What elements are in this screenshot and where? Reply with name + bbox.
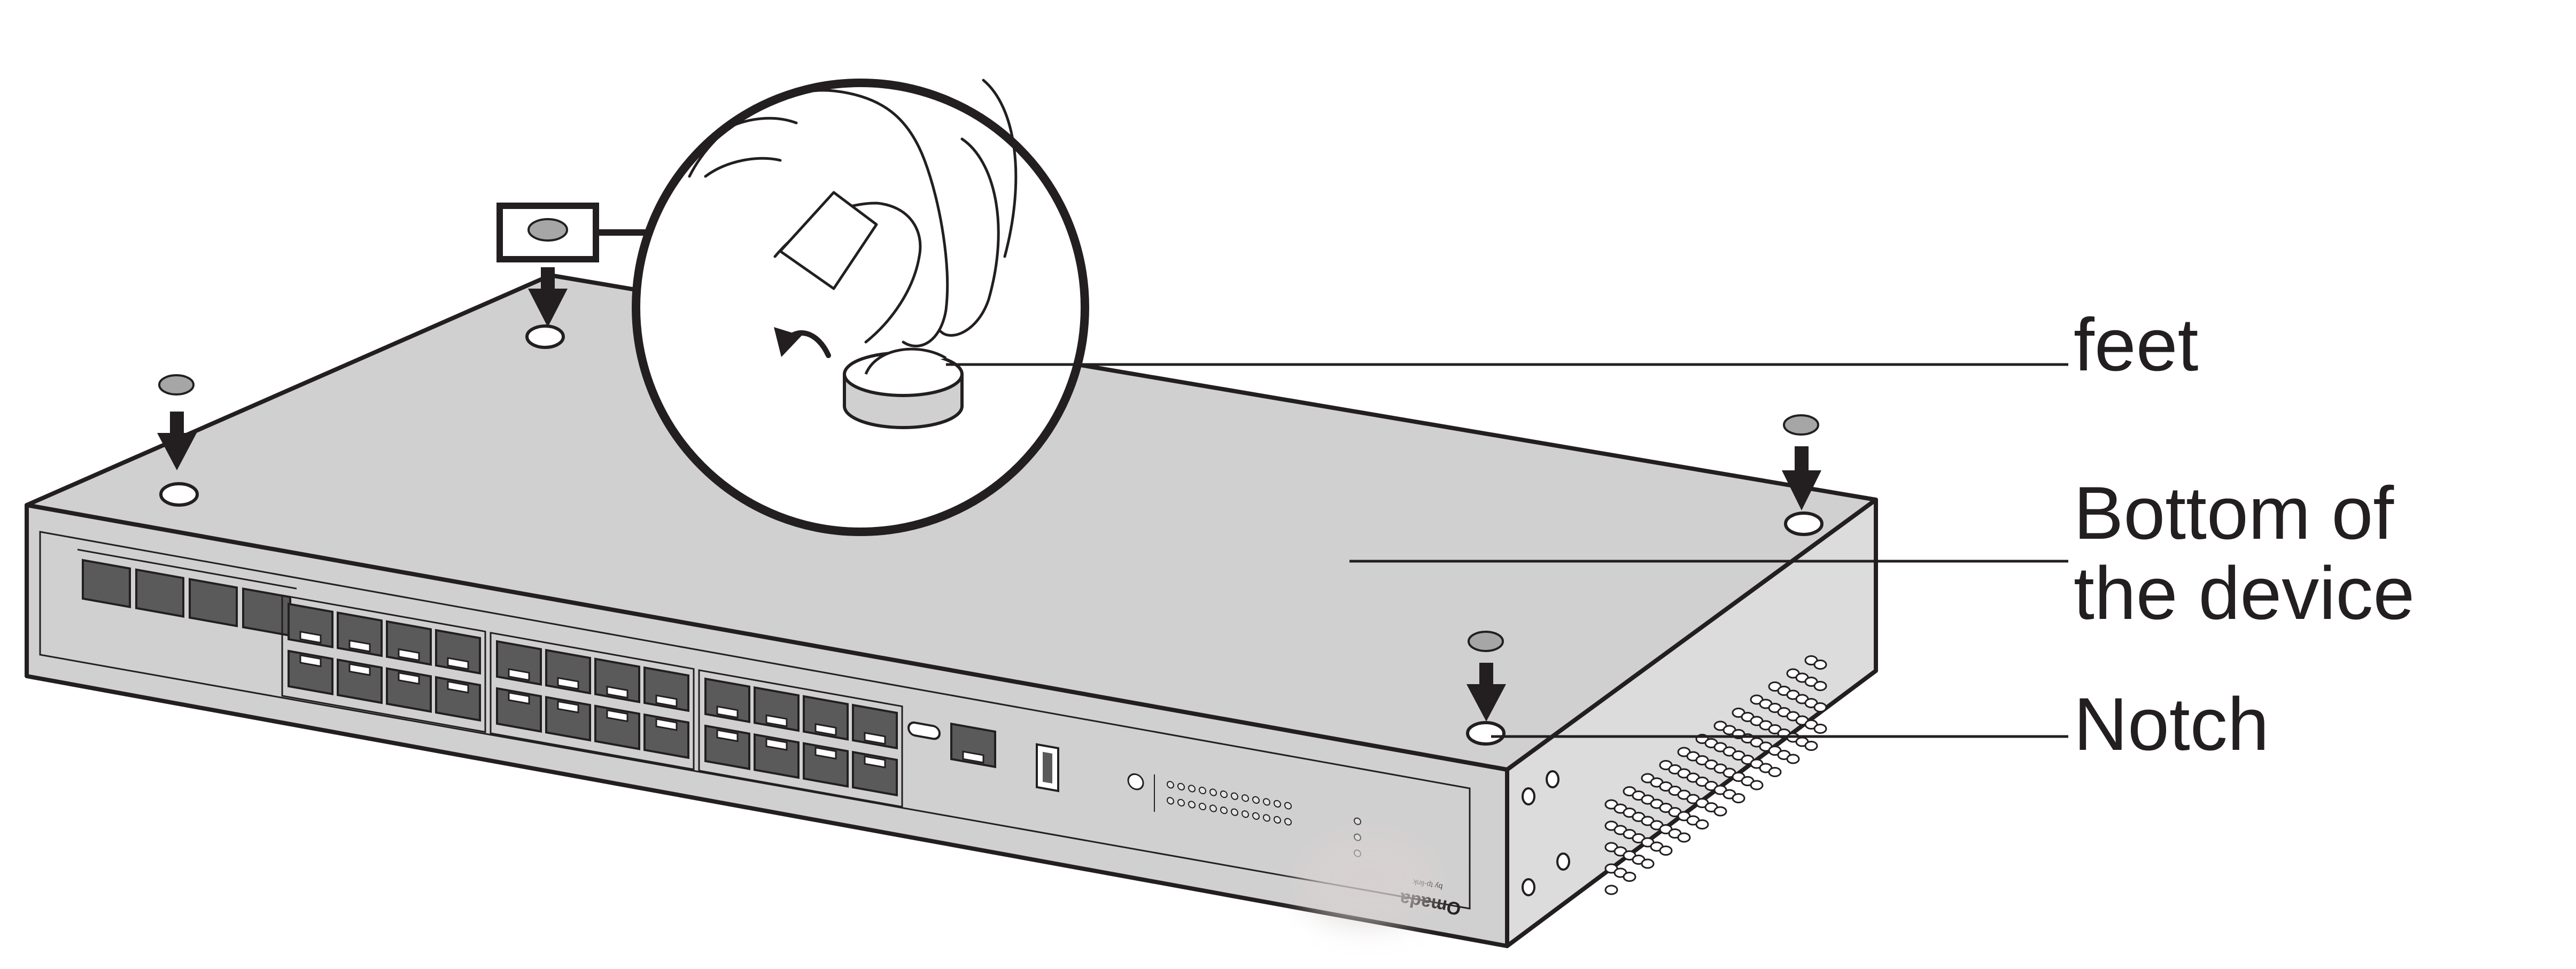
front-panel-bezel [39,531,1471,910]
vent-hole [1623,872,1636,882]
label-bottom-line-1: Bottom of [2074,471,2394,555]
rubber-foot-icon [527,218,568,242]
vent-hole [1659,846,1673,856]
notch-front-right [1466,721,1506,746]
rj45-port-block-1 [281,594,486,733]
vent-hole [1732,793,1745,803]
curved-arrow-icon [774,327,831,358]
vent-hole [1813,702,1827,712]
vent-hole [1695,819,1709,830]
feet-placement [157,203,1821,722]
notch-front-left [159,482,199,507]
sfp-port-group [77,548,297,637]
label-feet-text: feet [2074,303,2199,386]
label-notch-text: Notch [2074,682,2269,766]
notch-back-right [1784,511,1824,536]
vent-hole [1750,780,1764,790]
rubber-foot-icon [843,347,964,429]
vent-hole [1786,754,1800,764]
label-bottom-line-2: the device [2074,551,2415,635]
side-screw-holes [1522,770,1570,896]
vent-hole [1813,724,1827,734]
console-ports [907,721,1059,793]
side-ventilation [1604,655,1827,895]
rubber-foot-icon [158,374,195,396]
rubber-foot-icon [1468,631,1504,652]
down-arrow-icon [1782,446,1821,510]
vent-hole [1768,767,1782,777]
device-side-panel [1505,498,1878,948]
switch-device: Omada by tp-link [25,273,1878,948]
magnifier-callout [632,79,1089,536]
vent-hole [1641,858,1655,869]
down-arrow-icon [157,412,197,470]
rubber-foot-icon [1783,414,1819,436]
vent-hole [1813,681,1827,691]
rj45-port-block-3 [698,669,903,808]
down-arrow-icon [1467,663,1506,722]
notches [159,324,1824,746]
label-bottom-of-device: Bottom of the device [2074,473,2415,633]
vent-hole [1804,741,1818,751]
blurred-region [1299,834,1438,925]
leader-lines [946,363,2068,738]
hand-icon [688,79,1018,347]
vent-hole [1604,885,1618,895]
vent-hole [1813,660,1827,670]
led-indicator-area [1127,773,1361,857]
notch-back-left [525,324,565,349]
rj45-port-block-2 [490,632,695,771]
label-notch: Notch [2074,684,2269,764]
vent-hole [1713,806,1727,817]
down-arrow-icon [528,267,568,327]
label-feet: feet [2074,305,2199,385]
vent-hole [1677,832,1691,843]
